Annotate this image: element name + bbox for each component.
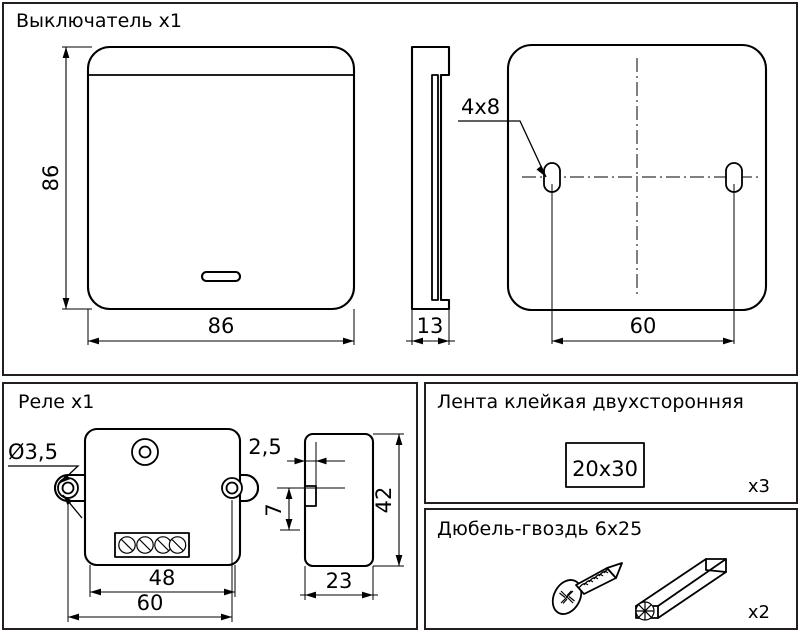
switch-side-rocker [431, 74, 439, 301]
tape-quantity-label: x3 [748, 476, 770, 497]
relay-side-view [277, 432, 375, 568]
relay-screw-hole-left-inner [61, 481, 75, 495]
dimension-relay-tab-height: 7 [262, 488, 300, 531]
switch-side-view [410, 45, 451, 311]
relay-body [83, 427, 242, 567]
dowel-spline-end [635, 601, 655, 621]
screw-icon [551, 562, 623, 615]
dowel-quantity-label: x2 [748, 602, 770, 623]
dowel-nail-illustration [551, 558, 727, 621]
dimension-label-relay-side-depth: 23 [326, 569, 353, 593]
dimension-label-slot-spacing: 60 [630, 314, 657, 338]
screw-phillips-cross [559, 590, 575, 604]
panel-title-relay: Реле x1 [18, 391, 94, 413]
panel-border-dowel [424, 508, 798, 630]
dimension-label-relay-tab-offset: 2,5 [248, 435, 281, 459]
dimension-relay-tab-offset: 2,5 [248, 435, 345, 486]
dimension-slot-spacing: 60 [551, 184, 735, 345]
panel-title-switch: Выключатель x1 [16, 10, 182, 32]
dimension-switch-depth: 13 [406, 309, 455, 345]
switch-front-body [86, 45, 356, 311]
dimension-switch-width: 86 [87, 309, 355, 345]
dimension-label-switch-height: 86 [39, 165, 63, 192]
panel-border-relay [2, 382, 418, 630]
dimension-label-switch-width: 86 [208, 314, 235, 338]
relay-top-view [53, 427, 260, 567]
dimension-label-relay-body-width: 48 [149, 566, 176, 590]
callout-label-slot-size: 4x8 [461, 95, 500, 119]
dimension-label-relay-tab-height: 7 [262, 503, 286, 516]
callout-label-relay-hole-dia: Ø3,5 [8, 440, 58, 464]
led-indicator [200, 270, 242, 283]
dimension-relay-side-depth: 23 [300, 566, 378, 600]
terminal-screws [118, 536, 187, 554]
panel-title-tape: Лента клейкая двухсторонняя [437, 391, 744, 413]
relay-boss-inner [138, 445, 152, 459]
screw-tip [606, 562, 623, 579]
tape-size-label: 20x30 [572, 457, 638, 481]
panel-border-switch [2, 2, 798, 376]
switch-side-body [410, 45, 451, 311]
terminal-block [114, 532, 190, 558]
relay-side-tab [304, 485, 317, 507]
tape-square [565, 442, 645, 488]
relay-screw-hole-right-inner [225, 481, 239, 495]
dowel-icon [635, 558, 727, 621]
dimension-switch-height: 86 [39, 46, 92, 310]
dimension-relay-total-width: 60 [67, 500, 233, 622]
panel-border-tape [424, 382, 798, 504]
tape-illustration: 20x30 [565, 442, 645, 488]
dimension-label-relay-total-width: 60 [137, 591, 164, 615]
switch-back-view [506, 43, 768, 312]
dimension-relay-body-width: 48 [89, 565, 236, 597]
dimension-label-relay-side-height: 42 [372, 487, 396, 514]
dowel-edge-back [705, 558, 727, 573]
callout-slot-size: 4x8 [458, 95, 547, 178]
switch-front-view [86, 45, 356, 311]
dowel-edge-top [657, 558, 727, 607]
dimension-relay-side-height: 42 [372, 433, 404, 567]
dimension-label-switch-depth: 13 [417, 314, 444, 338]
panel-title-dowel: Дюбель-гвоздь 6x25 [437, 518, 642, 540]
